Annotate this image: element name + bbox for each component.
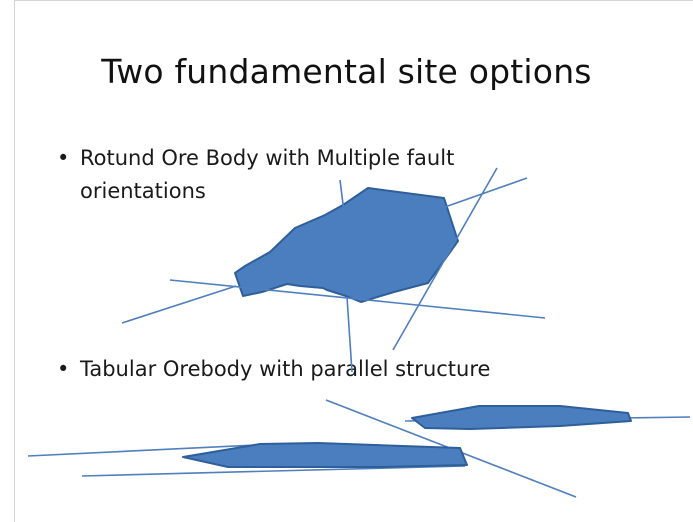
fault-line xyxy=(444,177,528,208)
bullet-marker: • xyxy=(57,357,70,381)
rotund-orebody-shape xyxy=(234,187,459,303)
tabular-orebody-shape xyxy=(182,442,468,468)
bullet-tabular-orebody: • Tabular Orebody with parallel structur… xyxy=(57,353,640,386)
fault-line xyxy=(121,285,237,324)
bullet-text: Rotund Ore Body with Multiple fault orie… xyxy=(80,146,455,203)
tabular-orebody-shape xyxy=(411,405,632,430)
fault-line xyxy=(27,444,257,457)
slide-border-top xyxy=(14,0,693,1)
fault-line xyxy=(339,179,345,213)
fault-line xyxy=(81,465,466,477)
slide-border-left xyxy=(14,0,15,522)
bullet-rotund-orebody: • Rotund Ore Body with Multiple fault or… xyxy=(57,142,580,208)
fault-line xyxy=(346,296,353,373)
bullet-marker: • xyxy=(57,146,70,170)
bullet-text: Tabular Orebody with parallel structure xyxy=(80,357,491,381)
fault-line xyxy=(392,167,498,351)
slide-title: Two fundamental site options xyxy=(101,52,592,91)
